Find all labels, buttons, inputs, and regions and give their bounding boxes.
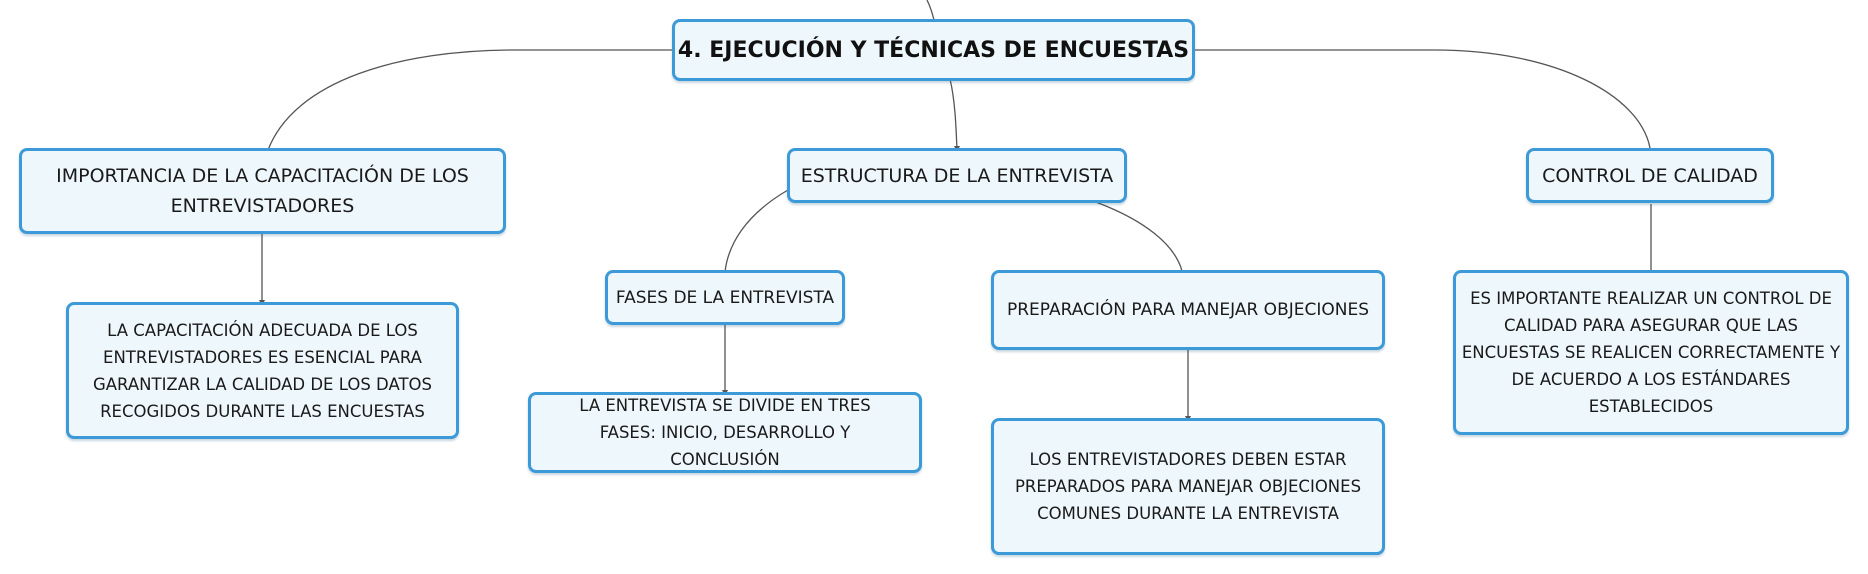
root-topic-node[interactable]: 4. EJECUCIÓN Y TÉCNICAS DE ENCUESTAS — [672, 19, 1195, 81]
topic-calidad[interactable]: CONTROL DE CALIDAD — [1526, 148, 1774, 203]
topic-estructura[interactable]: ESTRUCTURA DE LA ENTREVISTA — [787, 148, 1127, 203]
subtopic-objeciones-detail-text: LOS ENTREVISTADORES DEBEN ESTAR PREPARAD… — [1014, 450, 1362, 523]
subtopic-capacitacion-detail[interactable]: LA CAPACITACIÓN ADECUADA DE LOS ENTREVIS… — [66, 302, 459, 439]
subtopic-calidad-detail[interactable]: ES IMPORTANTE REALIZAR UN CONTROL DE CAL… — [1453, 270, 1849, 435]
topic-estructura-label: ESTRUCTURA DE LA ENTREVISTA — [800, 164, 1114, 187]
connector-estructura-fases — [724, 189, 789, 273]
topic-calidad-label: CONTROL DE CALIDAD — [1542, 164, 1758, 187]
connector-root-estructura — [949, 78, 958, 151]
topic-capacitacion-label: IMPORTANCIA DE LA CAPACITACIÓN DE LOS EN… — [56, 165, 469, 217]
root-topic-label: 4. EJECUCIÓN Y TÉCNICAS DE ENCUESTAS — [677, 37, 1190, 63]
subtopic-fases-detail[interactable]: LA ENTREVISTA SE DIVIDE EN TRES FASES: I… — [528, 392, 922, 473]
subtopic-fases-label: FASES DE LA ENTREVISTA — [615, 287, 835, 308]
subtopic-objeciones[interactable]: PREPARACIÓN PARA MANEJAR OBJECIONES — [991, 270, 1385, 350]
subtopic-fases-detail-text: LA ENTREVISTA SE DIVIDE EN TRES FASES: I… — [579, 396, 871, 469]
subtopic-fases[interactable]: FASES DE LA ENTREVISTA — [605, 270, 845, 325]
topic-capacitacion[interactable]: IMPORTANCIA DE LA CAPACITACIÓN DE LOS EN… — [19, 148, 506, 234]
connector-root-calidad — [1193, 49, 1651, 149]
connector-root-capacitacion — [267, 49, 674, 151]
subtopic-objeciones-detail[interactable]: LOS ENTREVISTADORES DEBEN ESTAR PREPARAD… — [991, 418, 1385, 555]
subtopic-capacitacion-detail-text: LA CAPACITACIÓN ADECUADA DE LOS ENTREVIS… — [92, 320, 432, 421]
connector-parent-root — [926, 0, 935, 21]
subtopic-objeciones-label: PREPARACIÓN PARA MANEJAR OBJECIONES — [1006, 300, 1369, 320]
subtopic-calidad-detail-text: ES IMPORTANTE REALIZAR UN CONTROL DE CAL… — [1461, 289, 1841, 416]
connector-estructura-objeciones — [1092, 200, 1183, 272]
